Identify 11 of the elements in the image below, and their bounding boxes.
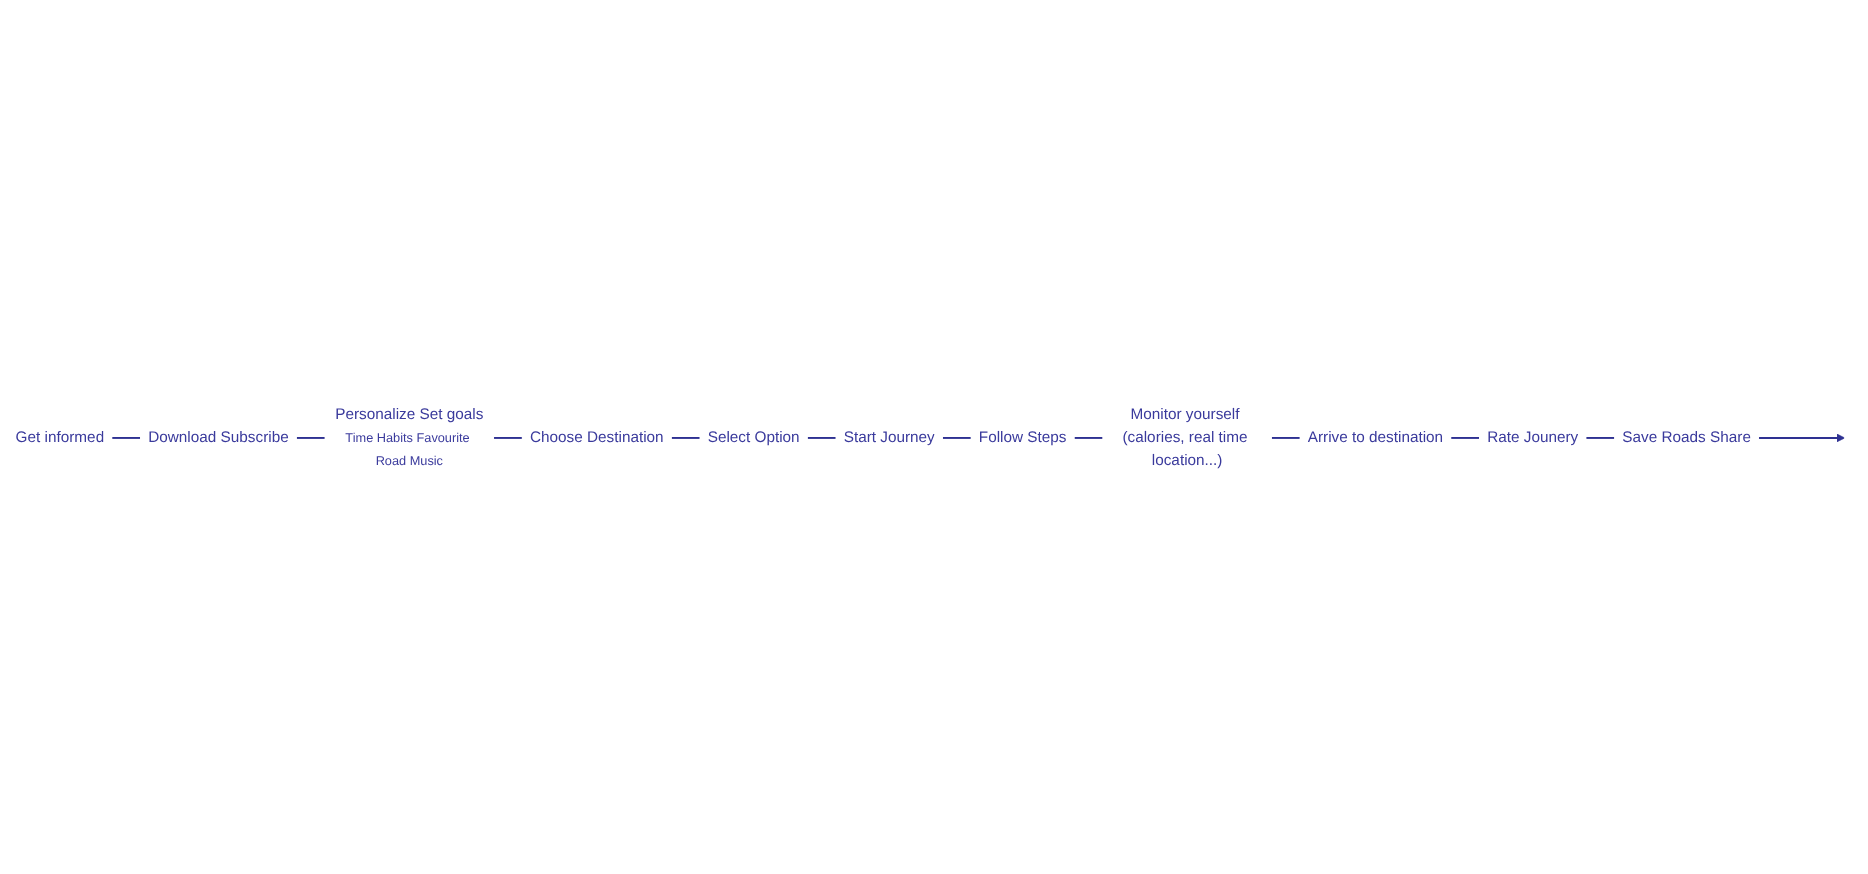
arrow bbox=[1757, 432, 1846, 442]
connector bbox=[295, 436, 327, 438]
connector bbox=[1270, 436, 1302, 438]
connector bbox=[1585, 436, 1616, 438]
connector bbox=[806, 436, 837, 438]
connector bbox=[941, 436, 973, 438]
connector bbox=[670, 436, 701, 438]
connector bbox=[110, 436, 142, 438]
connector bbox=[1073, 436, 1104, 438]
connector bbox=[492, 436, 524, 438]
connector bbox=[1449, 436, 1481, 438]
